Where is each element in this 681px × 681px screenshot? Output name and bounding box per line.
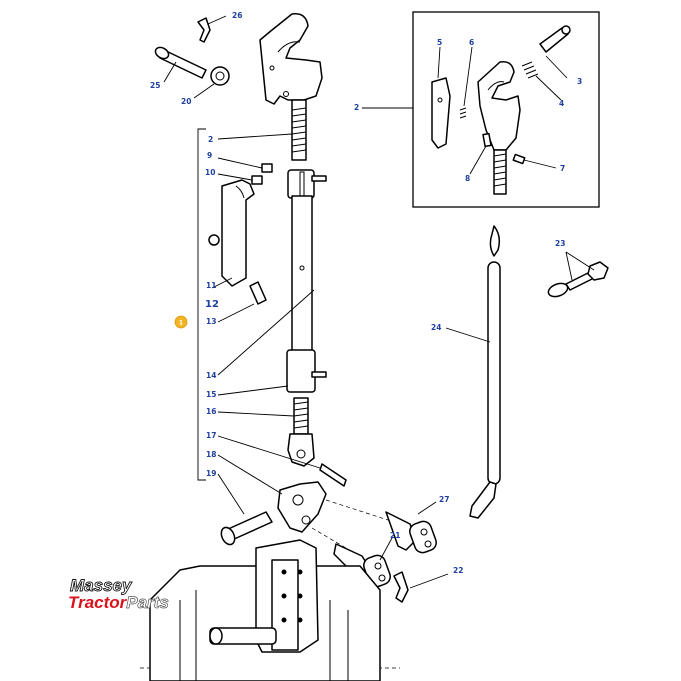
callout-16: 16: [206, 407, 216, 416]
callout-17: 17: [206, 431, 216, 440]
callout-labels: 26 25 20 2 5 6 3 4 7 8 2 9 10 11 12 13 1…: [150, 11, 582, 575]
callout-18: 18: [206, 450, 216, 459]
left-leaders: [217, 133, 321, 515]
check-chain: [445, 225, 501, 519]
group-badge: 1: [174, 315, 188, 329]
linkage-plate-pin: [220, 481, 327, 546]
callout-24: 24: [431, 323, 441, 332]
lower-end-clevis: [287, 397, 347, 487]
callout-11: 11: [206, 281, 216, 290]
svg-text:Massey: Massey: [70, 576, 133, 595]
brand-watermark-logo: Massey TractorParts: [68, 576, 169, 613]
callout-2: 2: [208, 135, 213, 144]
eye-bolt: [547, 251, 609, 298]
callout-14: 14: [206, 371, 216, 380]
callout-20: 20: [181, 97, 191, 106]
top-hook-assembly: [259, 13, 323, 161]
inset-box: [412, 11, 600, 208]
callout-9: 9: [207, 151, 212, 160]
callout-3: 3: [577, 77, 582, 86]
callout-26: 26: [232, 11, 242, 20]
callout-10: 10: [205, 168, 215, 177]
callout-4: 4: [559, 99, 564, 108]
callout-25: 25: [150, 81, 160, 90]
callout-13: 13: [206, 317, 216, 326]
callout-22: 22: [453, 566, 463, 575]
callout-6: 6: [469, 38, 474, 47]
tractor-frame: [149, 539, 381, 681]
callout-21: 21: [390, 531, 400, 540]
pin-bushing-clip: [154, 15, 230, 99]
callout-8: 8: [465, 174, 470, 183]
callout-27: 27: [439, 495, 449, 504]
svg-text:1: 1: [179, 320, 183, 327]
callout-19: 19: [206, 469, 216, 478]
callout-12: 12: [205, 299, 219, 310]
group-bracket: [197, 128, 206, 481]
svg-text:TractorParts: TractorParts: [68, 593, 169, 612]
callout-7: 7: [560, 164, 565, 173]
callout-2-inset: 2: [354, 103, 359, 112]
callout-5: 5: [437, 38, 442, 47]
latch-bracket: [208, 157, 273, 323]
central-barrel: [286, 169, 327, 393]
callout-15: 15: [206, 390, 216, 399]
callout-23: 23: [555, 239, 565, 248]
